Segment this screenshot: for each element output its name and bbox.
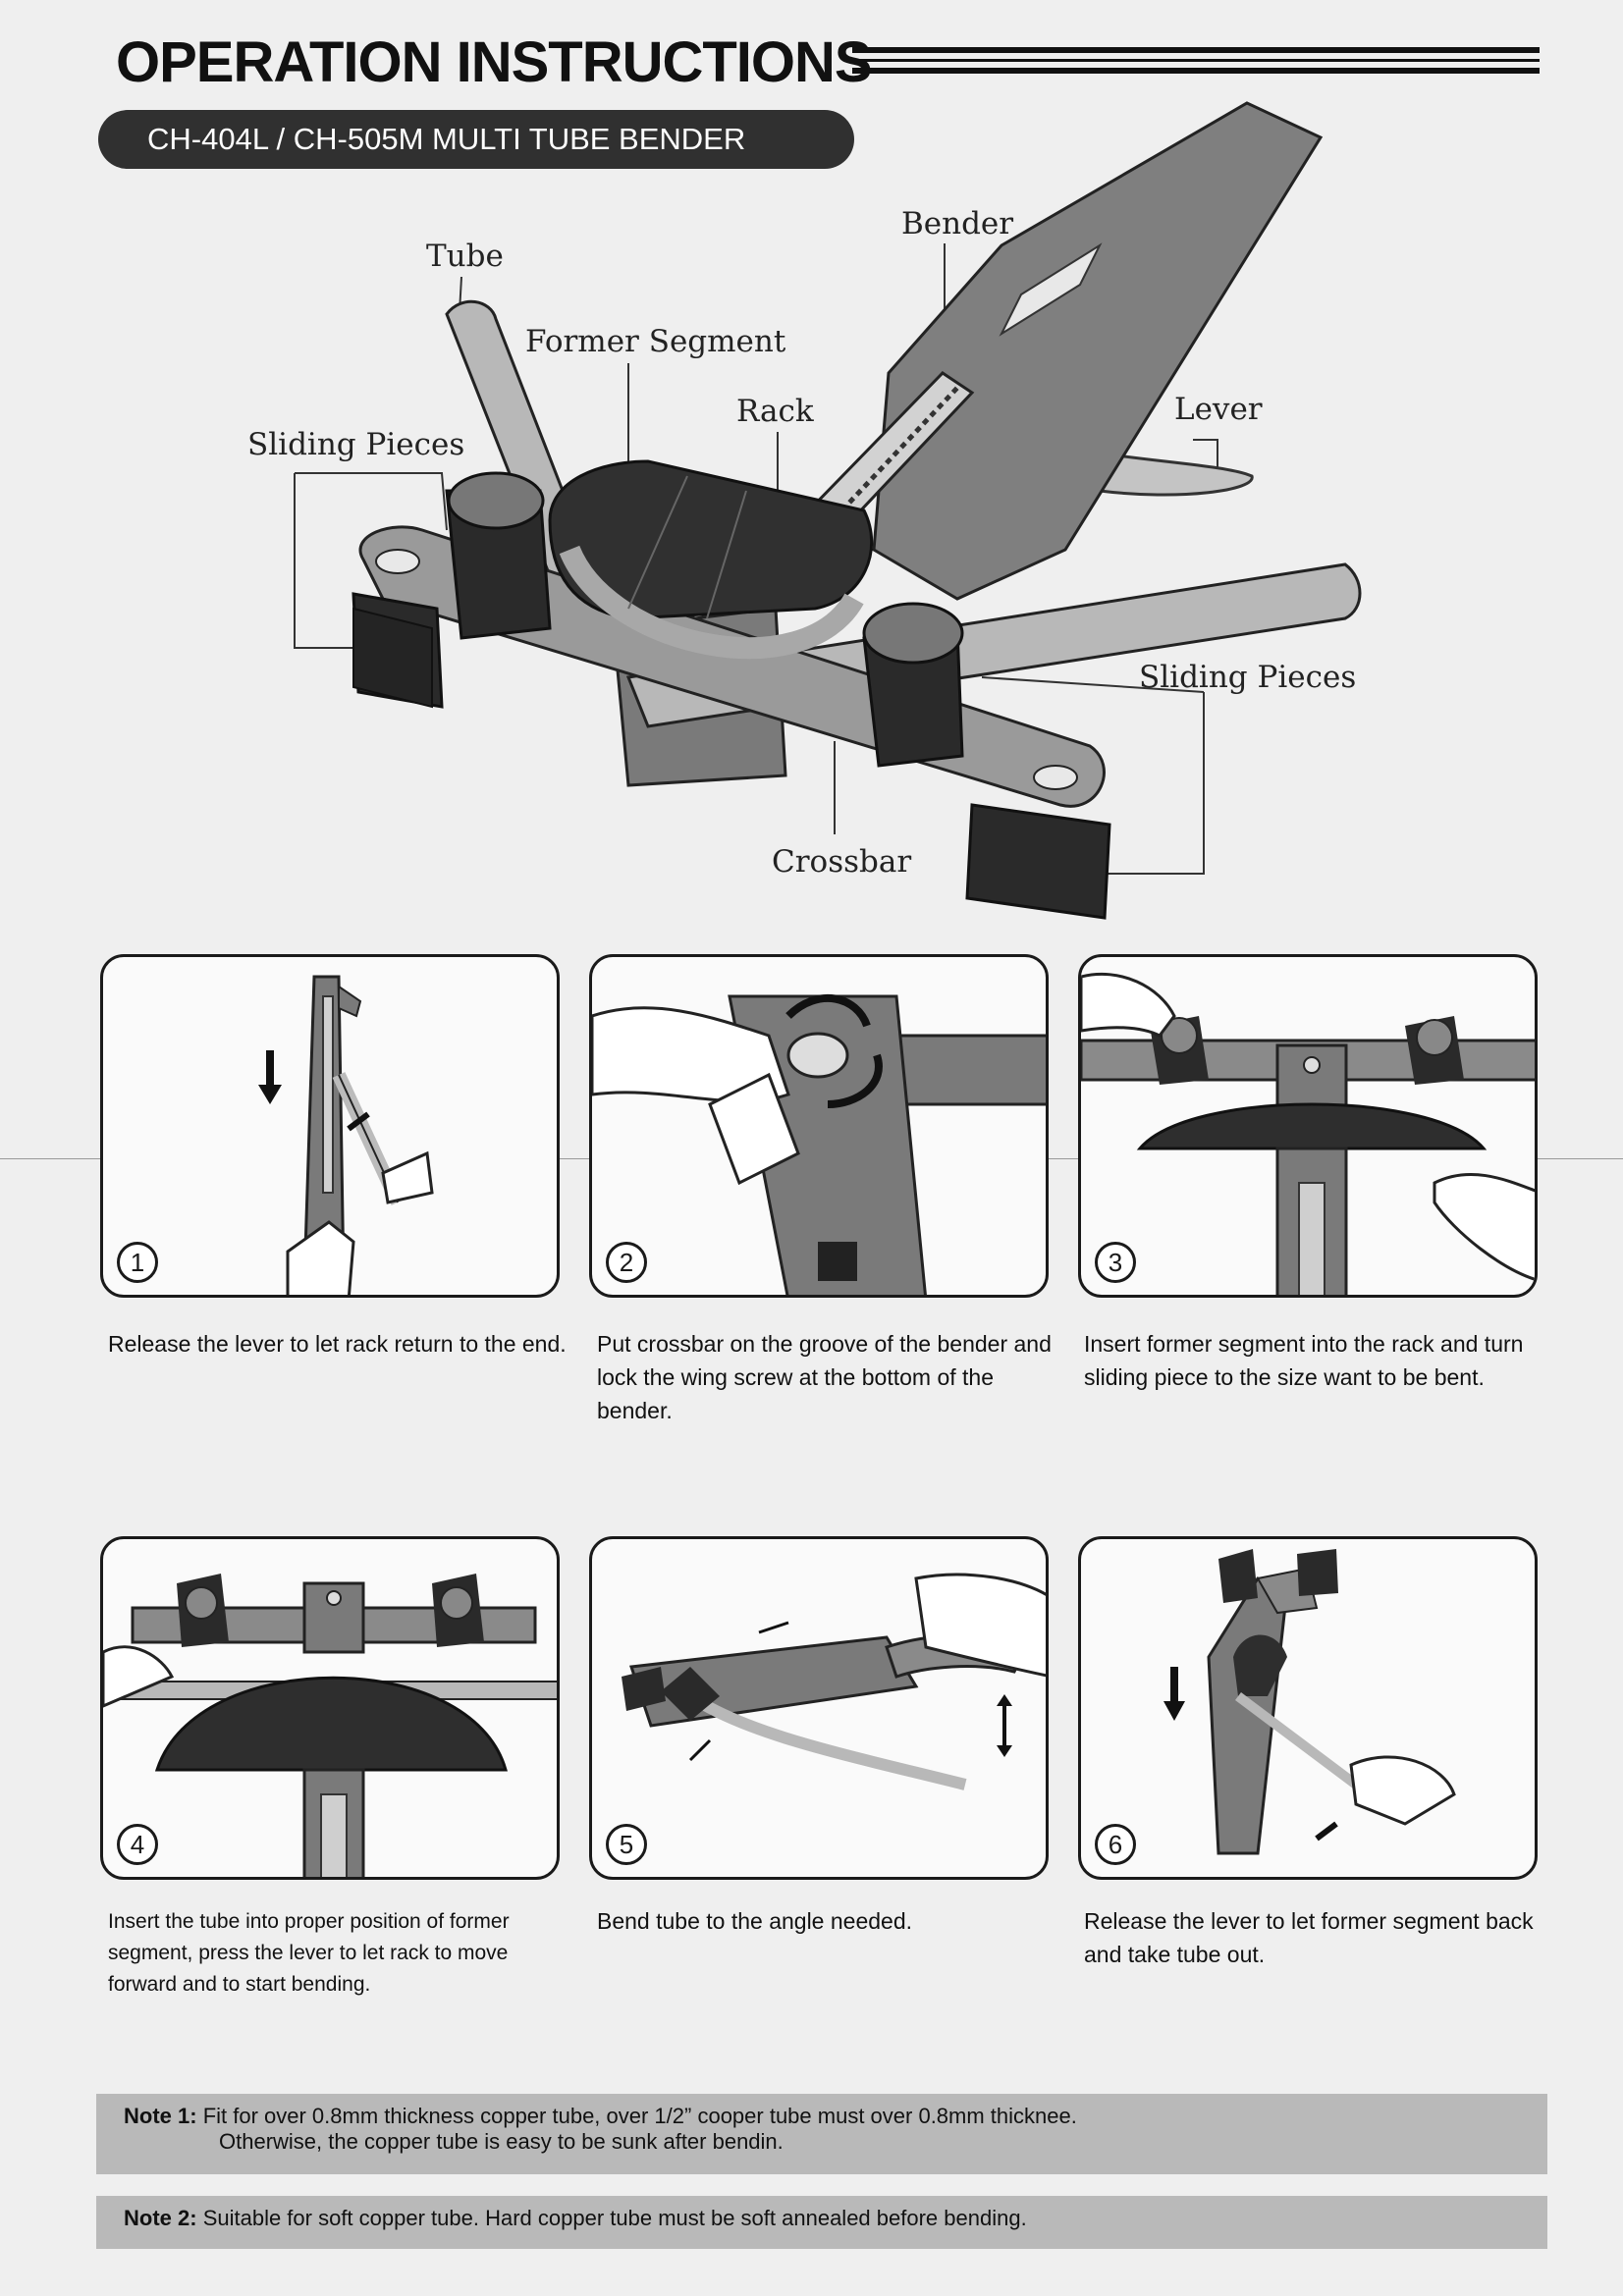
step-panel-2: 2 — [589, 954, 1049, 1298]
former-segment-shape — [548, 459, 874, 620]
step-text-6: Release the lever to let former segment … — [1084, 1908, 1534, 1967]
note-1: Note 1: Fit for over 0.8mm thickness cop… — [96, 2094, 1547, 2174]
step-text-5: Bend tube to the angle needed. — [597, 1908, 913, 1934]
label-bender: Bender — [901, 206, 1014, 241]
bender-body-shape — [872, 101, 1324, 601]
label-former-segment: Former Segment — [525, 324, 786, 359]
step-number-1: 1 — [117, 1242, 158, 1283]
step-panel-3: 3 — [1078, 954, 1538, 1298]
step-number-6: 6 — [1095, 1824, 1136, 1865]
step-text-1: Release the lever to let rack return to … — [108, 1331, 567, 1357]
label-lever: Lever — [1174, 392, 1263, 427]
title-rule-top — [852, 47, 1540, 53]
note-1-label: Note 1: — [124, 2104, 197, 2128]
step-text-4: Insert the tube into proper position of … — [108, 1910, 510, 1996]
note-2-label: Note 2: — [124, 2206, 197, 2230]
step-number-4: 4 — [117, 1824, 158, 1865]
page-title: OPERATION INSTRUCTIONS — [116, 30, 873, 94]
label-sliding-pieces-right: Sliding Pieces — [1139, 660, 1357, 695]
step-text-3: Insert former segment into the rack and … — [1084, 1331, 1524, 1390]
note-1-line1: Fit for over 0.8mm thickness copper tube… — [202, 2104, 1077, 2128]
title-rule-middle — [852, 59, 1540, 62]
step-number-3: 3 — [1095, 1242, 1136, 1283]
step-number-2: 2 — [606, 1242, 647, 1283]
label-sliding-pieces-left: Sliding Pieces — [247, 427, 465, 462]
note-1-line2: Otherwise, the copper tube is easy to be… — [219, 2129, 784, 2154]
step-text-2: Put crossbar on the groove of the bender… — [597, 1331, 1052, 1423]
note-2-line1: Suitable for soft copper tube. Hard copp… — [202, 2206, 1027, 2230]
step-panel-6: 6 — [1078, 1536, 1538, 1880]
step-panel-4: 4 — [100, 1536, 560, 1880]
title-rule-bottom — [852, 68, 1540, 74]
step-panel-5: 5 — [589, 1536, 1049, 1880]
step-panel-1: 1 — [100, 954, 560, 1298]
step-number-5: 5 — [606, 1824, 647, 1865]
label-rack: Rack — [736, 394, 814, 429]
note-2: Note 2: Suitable for soft copper tube. H… — [96, 2196, 1547, 2249]
label-tube: Tube — [426, 239, 504, 274]
label-crossbar: Crossbar — [772, 844, 912, 880]
model-subtitle: CH-404L / CH-505M MULTI TUBE BENDER — [98, 110, 854, 169]
tube-bender-illustration — [294, 101, 1362, 920]
